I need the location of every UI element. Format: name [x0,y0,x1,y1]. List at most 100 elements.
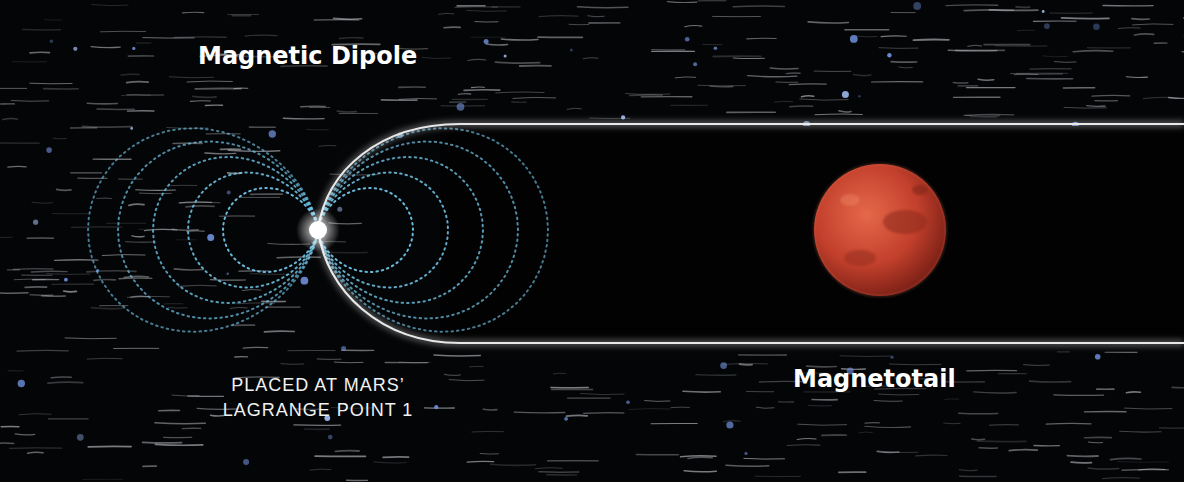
wind-streak [779,401,794,403]
wind-streak [1,103,15,105]
wind-streak [472,431,504,433]
wind-streak [727,111,775,113]
star [341,346,346,351]
wind-streak [786,72,800,74]
wind-streak [1088,442,1102,444]
wind-streak [671,407,689,408]
wind-streak [176,239,195,240]
wind-streak [102,254,145,256]
wind-streak [12,61,46,62]
wind-streak [310,469,331,470]
wind-streak [946,4,998,6]
magnetotail-interior [440,126,1184,342]
wind-streak [319,145,336,147]
wind-streak [127,82,149,83]
wind-streak [164,437,192,438]
wind-streak [787,444,820,446]
wind-streak [97,198,112,199]
wind-streak [857,36,877,38]
wind-streak [879,47,918,49]
dipole-label: Magnetic Dipole [198,42,417,70]
wind-streak [1085,411,1127,413]
wind-streak [1095,100,1118,102]
wind-streak [744,458,785,460]
wind-streak [874,400,902,402]
wind-streak [211,414,224,416]
wind-streak [916,455,947,457]
star [77,434,84,441]
wind-streak [243,347,268,349]
wind-streak [685,26,702,27]
wind-streak [10,447,62,448]
star [227,273,229,275]
wind-streak [696,374,736,376]
wind-streak [305,428,329,430]
wind-streak [30,83,72,85]
wind-streak [629,408,670,410]
star [50,40,53,43]
wind-streak [128,55,153,57]
wind-streak [724,421,740,422]
wind-streak [91,308,124,309]
wind-streak [1118,461,1169,463]
star [714,47,718,51]
wind-streak [1055,61,1076,63]
wind-streak [1124,408,1172,410]
wind-streak [27,237,53,239]
wind-streak [891,61,916,63]
wind-streak [998,373,1026,374]
wind-streak [206,133,240,135]
wind-streak [228,14,259,15]
wind-streak [100,31,145,33]
star [626,400,630,404]
wind-streak [467,461,494,463]
star [570,49,573,52]
wind-streak [57,189,71,192]
star [842,91,849,98]
wind-streak [984,44,1029,46]
wind-streak [630,94,663,96]
wind-streak [301,106,326,108]
wind-streak [87,102,117,104]
wind-streak [710,85,733,87]
wind-streak [315,455,365,457]
wind-streak [960,476,996,478]
wind-streak [399,86,426,88]
wind-streak [1092,95,1130,97]
wind-streak [967,370,1017,372]
wind-streak [121,73,139,75]
star [887,53,891,57]
wind-streak [232,15,250,17]
wind-streak [569,24,589,25]
star [301,277,309,285]
wind-streak [277,256,320,258]
star [328,435,333,440]
wind-streak [434,354,480,356]
wind-streak [1073,51,1113,52]
wind-streak [235,356,248,358]
wind-streak [242,289,261,291]
wind-streak [1103,5,1153,7]
wind-streak [17,350,68,352]
wind-streak [651,423,697,424]
wind-streak [47,273,90,275]
wind-streak [945,398,959,400]
field-line [118,142,318,319]
wind-streak [1102,478,1139,479]
wind-streak [264,330,294,332]
wind-streak [538,36,582,38]
star [130,127,133,130]
wind-streak [1071,461,1091,464]
wind-streak [347,480,368,482]
wind-streak [15,434,35,435]
wind-streak [1016,6,1030,8]
wind-streak [425,407,455,409]
wind-streak [972,438,985,440]
wind-streak [169,307,188,308]
wind-streak [71,172,102,173]
wind-streak [1033,20,1076,21]
wind-streak [42,295,66,297]
wind-streak [959,412,998,414]
wind-streak [547,474,577,476]
wind-streak [475,21,498,22]
